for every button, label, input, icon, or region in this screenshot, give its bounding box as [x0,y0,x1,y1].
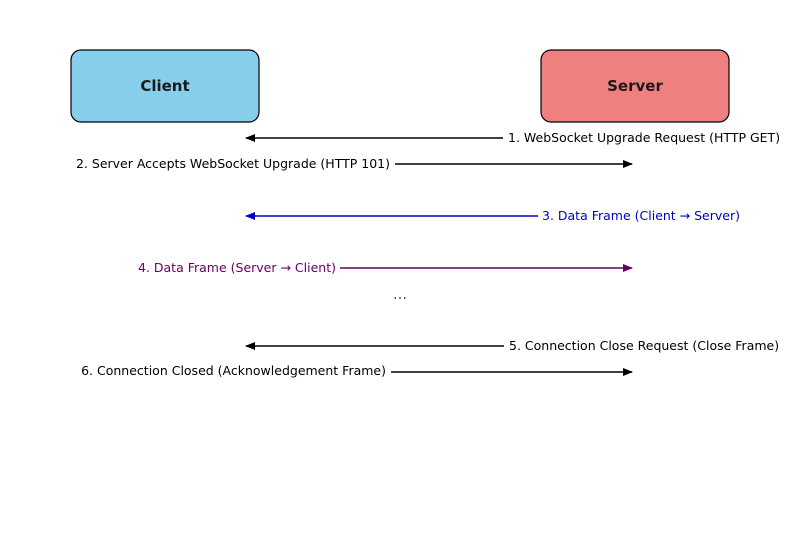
message-6: 6. Connection Closed (Acknowledgement Fr… [81,363,633,378]
message-1-label: 1. WebSocket Upgrade Request (HTTP GET) [508,130,780,145]
client-label: Client [140,77,189,95]
message-5: 5. Connection Close Request (Close Frame… [245,338,779,353]
client-box [70,49,260,123]
server-label: Server [607,77,663,95]
server-box [540,49,730,123]
message-4: 4. Data Frame (Server → Client) [138,260,633,275]
message-3: 3. Data Frame (Client → Server) [245,208,740,223]
message-2: 2. Server Accepts WebSocket Upgrade (HTT… [76,156,633,171]
message-6-label: 6. Connection Closed (Acknowledgement Fr… [81,363,386,378]
message-5-label: 5. Connection Close Request (Close Frame… [509,338,779,353]
message-4-label: 4. Data Frame (Server → Client) [138,260,336,275]
server-actor: Server [540,49,730,123]
message-3-label: 3. Data Frame (Client → Server) [542,208,740,223]
client-actor: Client [70,49,260,123]
message-1: 1. WebSocket Upgrade Request (HTTP GET) [245,130,780,145]
ellipsis-indicator: ... [393,285,407,303]
message-2-label: 2. Server Accepts WebSocket Upgrade (HTT… [76,156,390,171]
